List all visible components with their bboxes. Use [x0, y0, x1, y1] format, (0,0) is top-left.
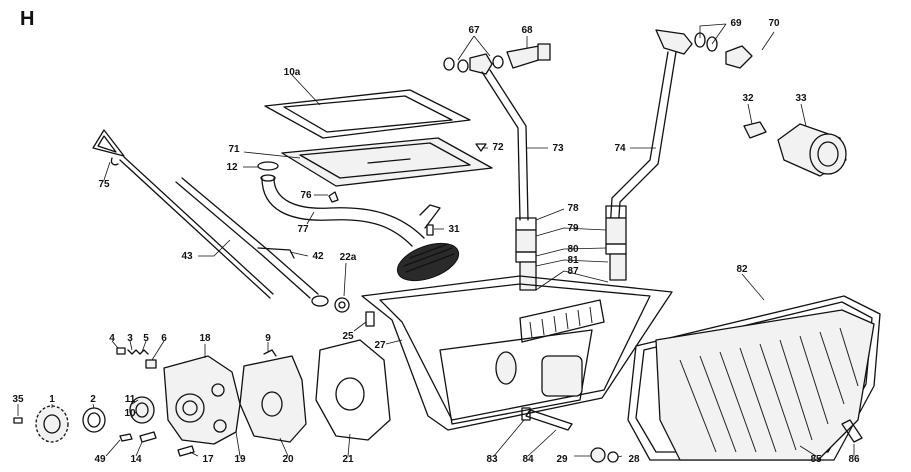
callout-79: 79	[567, 223, 579, 234]
ring-12	[257, 161, 279, 171]
callout-43: 43	[181, 251, 193, 262]
callout-76: 76	[300, 190, 312, 201]
callout-35: 35	[12, 394, 24, 405]
callout-22a: 22a	[340, 252, 357, 263]
nipple-32	[743, 121, 767, 139]
callout-4: 4	[109, 333, 115, 344]
oil-pipe-73	[481, 69, 529, 221]
oil-pipe-74	[609, 51, 677, 231]
callout-25: 25	[342, 331, 354, 342]
dipstick-rod-43	[119, 156, 274, 299]
hose-clamps-left	[515, 217, 537, 291]
bearing-11-10	[129, 396, 155, 424]
callout-85: 85	[810, 454, 822, 465]
bolt-86	[841, 419, 863, 443]
callout-81: 81	[567, 255, 579, 266]
oil-pan-27	[361, 275, 673, 431]
callout-1: 1	[49, 394, 55, 405]
dipstick-75	[92, 129, 125, 166]
gasket-21	[315, 339, 391, 441]
callout-10: 10	[124, 408, 136, 419]
callout-33: 33	[795, 93, 807, 104]
pin-35	[13, 417, 23, 424]
strainer-plate-71	[281, 137, 493, 187]
screw-49	[119, 433, 133, 442]
callout-12: 12	[226, 162, 238, 173]
callout-14: 14	[130, 454, 142, 465]
callout-75: 75	[98, 179, 110, 190]
callout-31: 31	[448, 224, 460, 235]
screw-14	[139, 431, 157, 443]
callout-80: 80	[567, 244, 579, 255]
callout-70: 70	[768, 18, 780, 29]
section-label: H	[20, 8, 34, 30]
callout-10a: 10a	[284, 67, 301, 78]
callout-9: 9	[265, 333, 271, 344]
dipstick-tube-42	[175, 177, 329, 307]
seal-2	[82, 407, 106, 433]
hose-clamps-right	[605, 205, 627, 281]
callout-77: 77	[297, 224, 309, 235]
gear-1	[35, 405, 69, 443]
callout-29: 29	[556, 454, 568, 465]
suction-pipe-77	[260, 174, 441, 247]
callout-21: 21	[342, 454, 354, 465]
washer-22a	[334, 297, 350, 313]
callout-67: 67	[468, 25, 480, 36]
callout-32: 32	[742, 93, 754, 104]
oil-filter-33	[777, 123, 847, 177]
fitting-69-70	[655, 29, 753, 69]
relief-valve-parts	[116, 347, 157, 369]
drain-plug-29-28	[590, 447, 619, 463]
callout-5: 5	[143, 333, 149, 344]
callout-19: 19	[234, 454, 246, 465]
callout-18: 18	[199, 333, 211, 344]
callout-11: 11	[125, 394, 136, 405]
callout-2: 2	[90, 394, 96, 405]
leader-lines	[17, 23, 855, 458]
callout-42: 42	[312, 251, 324, 262]
callout-6: 6	[161, 333, 167, 344]
bolt-25	[365, 311, 375, 327]
callout-28: 28	[628, 454, 640, 465]
clip-76	[328, 191, 339, 203]
strainer-screen	[396, 242, 460, 282]
callout-27: 27	[374, 340, 386, 351]
callout-68: 68	[521, 25, 533, 36]
clip-9	[263, 349, 277, 357]
callout-86: 86	[848, 454, 860, 465]
callout-49: 49	[94, 454, 106, 465]
callout-73: 73	[552, 143, 564, 154]
screw-17	[177, 445, 195, 457]
callout-78: 78	[567, 203, 579, 214]
callout-74: 74	[614, 143, 626, 154]
bolt-83	[521, 407, 531, 421]
oil-pump-18	[163, 355, 241, 445]
gasket-10a	[264, 89, 471, 139]
screw-31	[426, 224, 434, 236]
callout-3: 3	[127, 333, 133, 344]
callout-69: 69	[730, 18, 742, 29]
fitting-67-68	[443, 43, 551, 75]
callout-84: 84	[522, 454, 534, 465]
callout-20: 20	[282, 454, 294, 465]
callout-17: 17	[202, 454, 214, 465]
callout-71: 71	[228, 144, 240, 155]
callout-82: 82	[736, 264, 748, 275]
callout-72: 72	[492, 142, 504, 153]
bottom-cover-85	[655, 309, 875, 461]
bolt-72	[475, 143, 487, 152]
cover-plate-20	[239, 355, 307, 443]
pin-84	[525, 409, 573, 431]
callout-83: 83	[486, 454, 498, 465]
callout-87: 87	[567, 266, 579, 277]
